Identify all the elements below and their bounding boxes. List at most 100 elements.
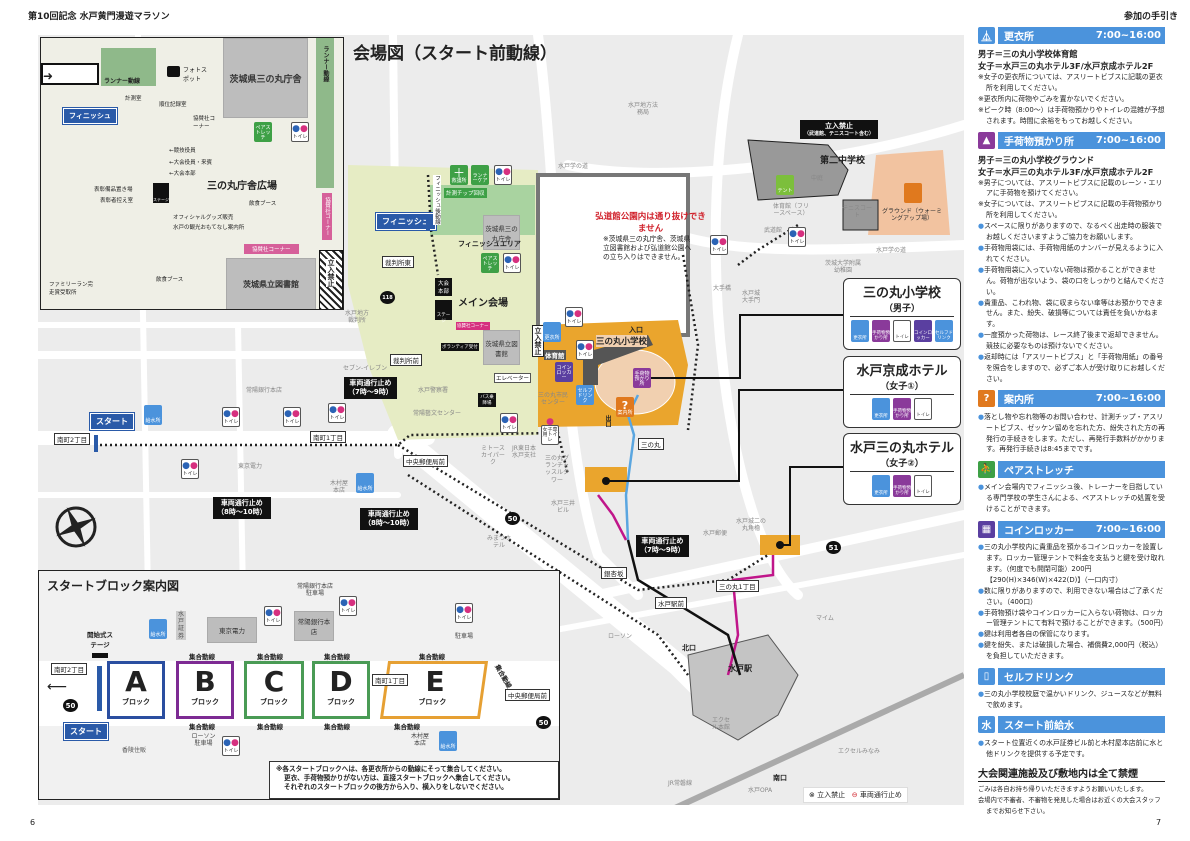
- inset-label: 表彰備品置き場: [94, 187, 133, 193]
- stage-marker: [92, 653, 108, 658]
- bullet-text: スタート位置近くの水戸証券ビル前と木村屋本店前に水と他ドリンクを提供する予定です…: [978, 738, 1165, 760]
- place-label: 体育館（フリースペース）: [772, 203, 809, 218]
- start-block-start-label: スタート: [63, 722, 109, 741]
- pair-stretch-icon: ペアストレッチ: [481, 253, 499, 273]
- section-stretch: ⛹ペアストレッチ メイン会場内でフィニッシュ後、トレーナーを目指している専門学校…: [978, 460, 1165, 515]
- route-118-sign: 118: [380, 291, 395, 304]
- start-label: スタート: [89, 412, 135, 431]
- route-50-sign: 50: [63, 699, 78, 712]
- place-label: マイム: [816, 615, 834, 622]
- road-label: 中央郵便局前: [505, 689, 550, 701]
- info-icon: ?案内所: [616, 397, 634, 417]
- toilet-icon: ●●トイレ: [500, 413, 518, 433]
- road-closed-callout: 車両通行止め（7時～9時）: [344, 377, 397, 399]
- women-toilet-icon: ●女子専用トイレ: [541, 417, 559, 445]
- inset-stage: ステージ: [153, 183, 169, 203]
- inset-chosha-building: 茨城県三の丸庁舎: [223, 38, 308, 118]
- legend-no-entry: 立入禁止: [817, 791, 846, 799]
- bullet-text: 手荷物預け袋やコインロッカーに入らない荷物は、ロッカー管理テントにて有料で預ける…: [978, 608, 1167, 630]
- bullet-text: 手荷物用袋に入っていない荷物は預かることができません。荷物が出ないよう、袋の口を…: [978, 265, 1165, 298]
- road-label: 銀杏坂: [601, 567, 627, 579]
- no-entry-callout: 立入禁止（武道館、テニスコート含む）: [800, 120, 879, 139]
- no-pass-title: 弘道館公園内は通り抜けできません: [595, 212, 706, 234]
- place-label: 東京電力: [238, 463, 263, 470]
- place-label: 常陽銀行本店駐車場: [296, 583, 333, 598]
- road-label: 裁判所前: [390, 354, 422, 366]
- runner-icon: [904, 183, 922, 203]
- place-label: 常陽銀行本店: [294, 611, 334, 641]
- inset-label: ファミリーラン完走賞受取所: [49, 282, 94, 296]
- gather-route-label: 集合動線: [257, 723, 283, 731]
- bullet-text: 三の丸小学校校庭で温かいドリンク、ジュースなどが無料で飲めます。: [978, 689, 1165, 711]
- toilet-icon: ●●トイレ: [503, 253, 521, 273]
- section-title: 参加の手引き: [1124, 12, 1179, 22]
- water-icon: 水: [978, 716, 995, 734]
- bullet-text: 鍵を紛失、または破損した場合、補償費2,000円（税込）を負担していただきます。: [978, 640, 1165, 662]
- road-label: 水戸駅前: [655, 597, 687, 609]
- facility-box-sannomaru-hotel: 水戸三の丸ホテル（女子②） 更衣所 手荷物預かり所 トイレ: [843, 433, 961, 505]
- place-label: 水戸警察署: [418, 387, 449, 394]
- place-label: 香陵住販: [122, 747, 147, 754]
- exit-label: 出口: [604, 415, 611, 427]
- toilet-icon: ●●トイレ: [710, 235, 728, 255]
- school-label: 三の丸小学校: [596, 335, 648, 347]
- gather-route-label: 集合動線: [189, 723, 215, 731]
- bullet-text: 数に限りがありますので、利用できない場合はご了承ください。（400口）: [978, 586, 1165, 608]
- water-station-icon: 給水所: [439, 731, 457, 751]
- start-block-inset: スタートブロック案内図 開始式ステージ 南町2丁目 ⟵ 50 スタート 給水所 …: [38, 570, 560, 800]
- place-label: エクセルみなみ: [838, 748, 881, 755]
- bullet-text: 一度預かった荷物は、レース終了後まで返却できません。競技に必要なものは預けないで…: [978, 330, 1165, 352]
- road-label: 南町1丁目: [372, 674, 409, 686]
- road-label: 南町1丁目: [310, 431, 347, 443]
- main-venue-label: メイン会場: [458, 298, 508, 309]
- place-label: テニスコート: [842, 205, 873, 220]
- first-aid-icon: ＋救護所: [450, 165, 468, 185]
- volunteer-label: ボランティア受付: [441, 343, 479, 351]
- place-label: みまつホテル: [486, 535, 511, 550]
- toilet-icon: ●●トイレ: [788, 227, 806, 247]
- runner-care-icon: ランナーケア: [471, 165, 489, 185]
- hanger-icon: ⏅: [978, 26, 995, 44]
- finish-area-label: フィニッシュエリア: [458, 240, 521, 248]
- place-label: 水戸三井ビル: [550, 500, 575, 515]
- station-label: 水戸駅: [728, 664, 752, 673]
- inset-label: オフィシャルグッズ販売: [173, 215, 234, 221]
- road-closed-legend-icon: ⊖: [851, 791, 858, 799]
- place-label: ローソン: [608, 633, 633, 640]
- legend-road-closed: 車両通行止め: [859, 791, 902, 799]
- cup-icon: ▯: [978, 667, 995, 685]
- toilet-icon: ●●トイレ: [222, 736, 240, 756]
- section-no-smoking: 大会関連施設及び敷地内は全て禁煙 ごみは各自お持ち帰りいただきますようお願いいた…: [978, 765, 1165, 818]
- south-exit-label: 南口: [773, 774, 787, 782]
- stage-icon: ステージ: [435, 300, 452, 324]
- runner-route-zone: [316, 38, 334, 188]
- place-label: セブン-イレブン: [343, 365, 388, 372]
- road-label: 裁判所東: [382, 256, 414, 268]
- place-label: ローソン駐車場: [191, 733, 216, 748]
- page-number-left: 6: [30, 818, 36, 827]
- finish-route-label: フィニッシュ後動線: [433, 175, 441, 225]
- pair-stretch-icon: ペアストレッチ: [254, 122, 272, 142]
- locker-icon: ▦: [978, 520, 995, 538]
- inset-label: ←大会本部: [169, 171, 196, 177]
- bullet-text: 貴重品、こわれ物、袋に収まらない傘等はお預かりできません。また、紛失、破損等につ…: [978, 298, 1165, 331]
- gather-route-label: 集合動線: [189, 653, 215, 661]
- inset-sponsor-corner: 協賛社コーナー: [322, 193, 332, 240]
- toilet-icon: ●●トイレ: [339, 596, 357, 616]
- inset-finish-label: フィニッシュ: [62, 107, 118, 125]
- place-label: 水戸地方裁判所: [344, 310, 369, 325]
- changing-room-icon: 更衣所: [872, 398, 890, 420]
- place-label: 水戸OPA: [748, 787, 773, 794]
- place-label: 武道館: [764, 227, 783, 234]
- place-label: 常陽藝文センター: [413, 410, 462, 417]
- finish-label: フィニッシュ: [375, 212, 437, 231]
- bullet-text: スペースに限りがありますので、なるべく出走時の服装でお越しくださいますようご協力…: [978, 221, 1165, 243]
- inset-plaza-label: 三の丸庁舎広場: [207, 181, 277, 192]
- hq-label: 大会本部: [435, 278, 452, 296]
- toilet-icon: ●●トイレ: [576, 340, 594, 360]
- arrow-right-icon: ➜: [43, 69, 54, 83]
- entrance-label: 入口: [629, 326, 643, 334]
